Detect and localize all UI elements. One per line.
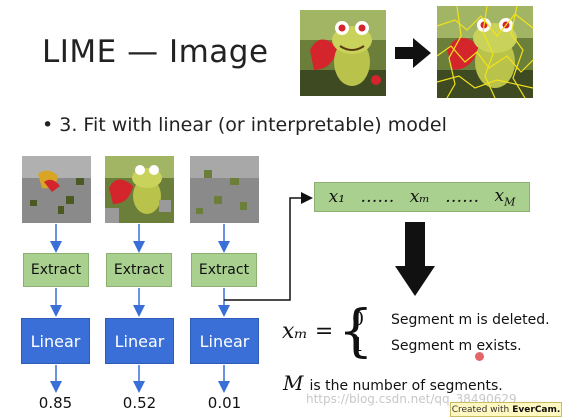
- cursor-highlight: [475, 352, 484, 361]
- perturbed-image-2: [105, 156, 174, 223]
- evercam-badge: Created with EverCam.: [450, 402, 562, 417]
- slide-title: LIME — Image: [42, 34, 269, 70]
- case-1-value: 1: [352, 334, 365, 356]
- M-symbol: M: [283, 371, 304, 395]
- evercam-brand: EverCam.: [512, 404, 561, 415]
- extract-box-1: Extract: [23, 253, 89, 287]
- down-arrow-icon: [395, 222, 435, 300]
- vector-xm: xₘ: [409, 187, 430, 207]
- case-0-value: 0: [352, 308, 365, 330]
- vector-x1: x₁: [328, 187, 346, 207]
- xm-definition-lhs: xₘ =: [282, 319, 334, 344]
- vector-xM-subscript: M: [504, 195, 516, 209]
- score-3: 0.01: [207, 394, 242, 412]
- brace-symbol: {: [338, 299, 374, 364]
- case-1-text: Segment m exists.: [391, 338, 522, 354]
- extract-box-3: Extract: [191, 253, 257, 287]
- linear-box-3: Linear: [190, 318, 259, 364]
- score-2: 0.52: [122, 394, 157, 412]
- step-bullet: • 3. Fit with linear (or interpretable) …: [42, 114, 447, 136]
- vector-dots-1: ……: [360, 187, 395, 207]
- case-0-text: Segment m is deleted.: [391, 312, 550, 328]
- score-1: 0.85: [38, 394, 73, 412]
- vector-xM: xM: [494, 185, 516, 209]
- evercam-prefix: Created with: [451, 404, 510, 415]
- feature-vector: x₁ …… xₘ …… xM: [314, 182, 530, 212]
- perturbed-image-3: [190, 156, 259, 223]
- M-definition-text: is the number of segments.: [309, 378, 503, 394]
- linear-box-1: Linear: [21, 318, 90, 364]
- frog-segmented-image: [437, 6, 533, 98]
- perturbed-image-1: [22, 156, 91, 223]
- right-arrow-icon: [395, 38, 431, 72]
- vector-dots-2: ……: [445, 187, 480, 207]
- extract-box-2: Extract: [106, 253, 172, 287]
- frog-original-image: [300, 10, 386, 96]
- linear-box-2: Linear: [105, 318, 174, 364]
